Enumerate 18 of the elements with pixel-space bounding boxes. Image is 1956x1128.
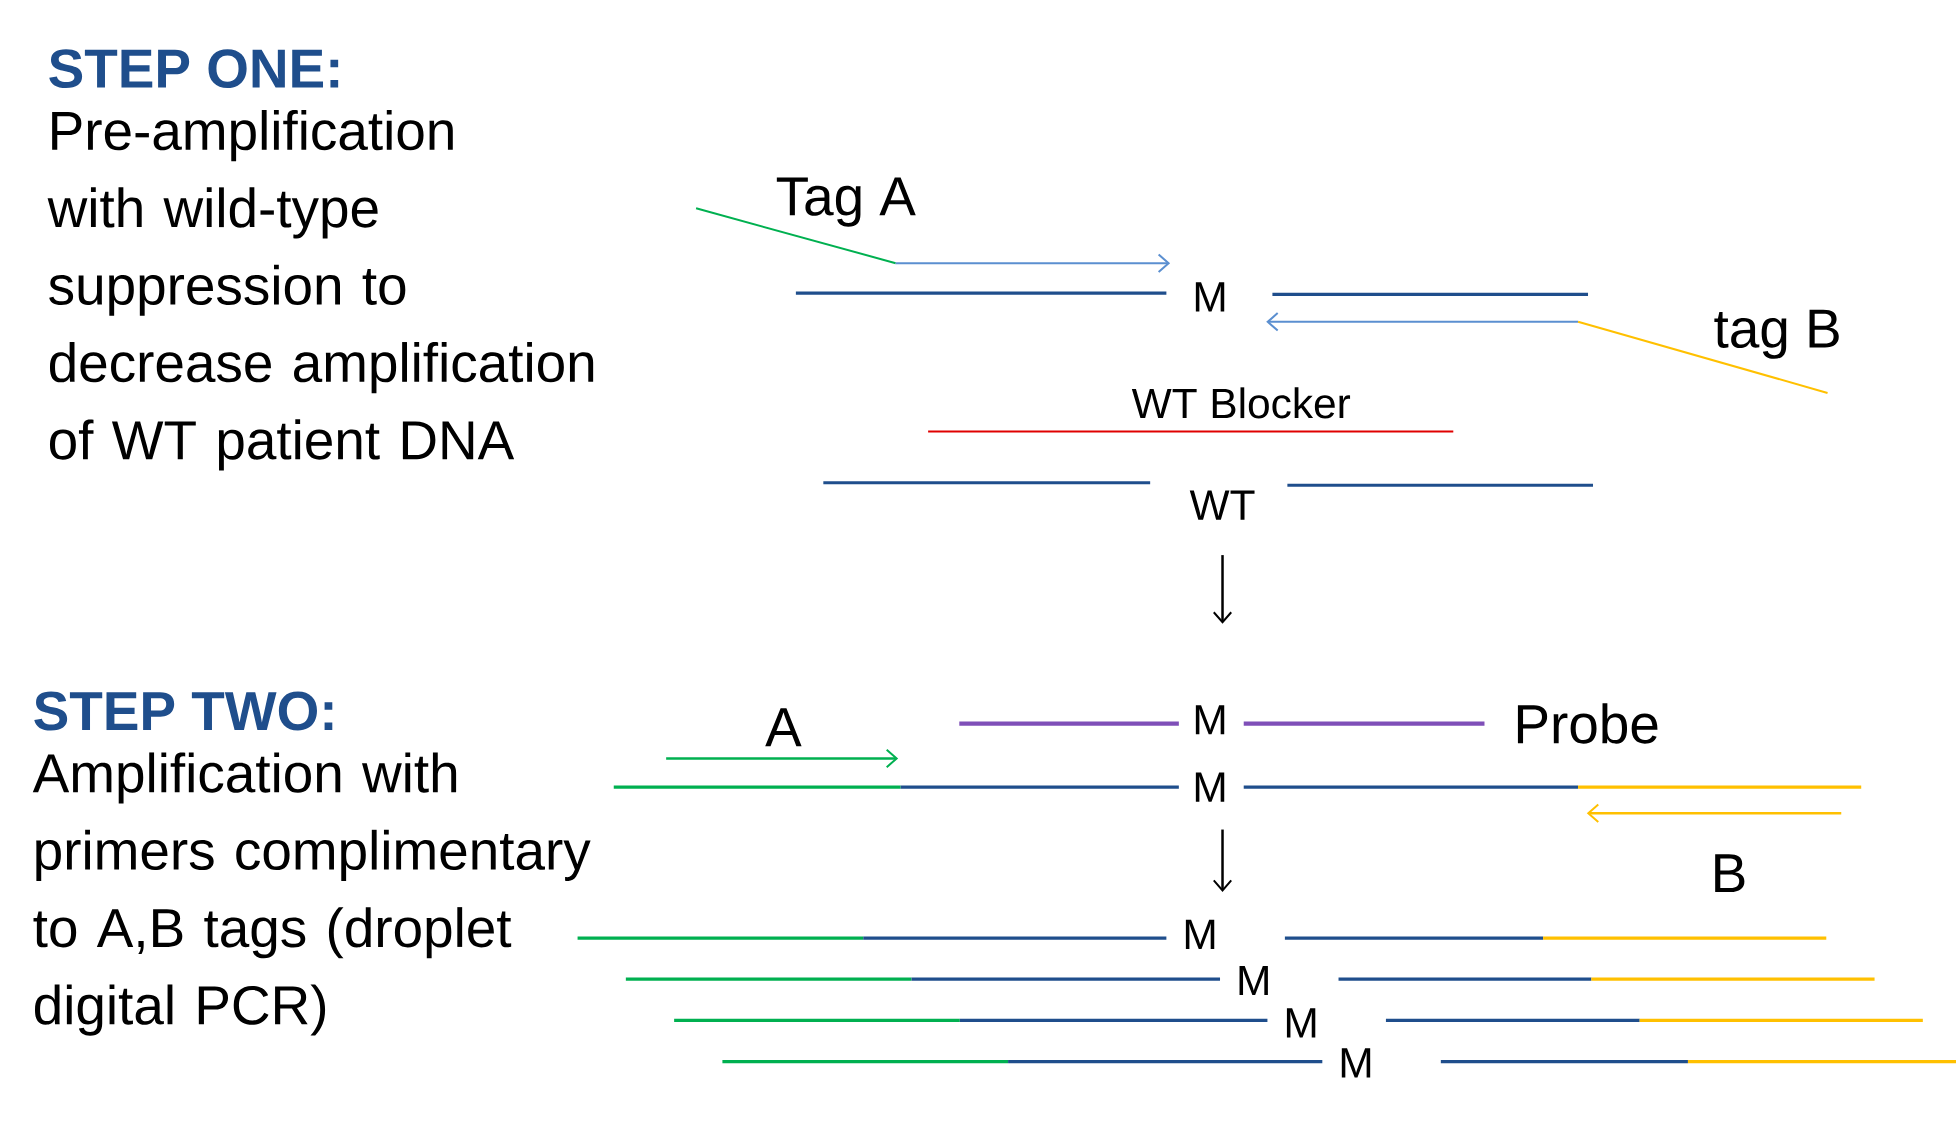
step-heading: STEP TWO: xyxy=(34,691,333,731)
step-description: Pre-amplification with wild-type suppression to decrease amplification of WT patient DNA xyxy=(47,110,594,471)
strand-label: B xyxy=(1715,854,1745,893)
strand-label: WT Blocker xyxy=(1131,387,1351,419)
step-heading: STEP ONE: xyxy=(49,49,339,89)
strand-label: A xyxy=(765,708,802,747)
strand-label: M xyxy=(1195,282,1225,312)
strand-label: Probe xyxy=(1517,703,1658,744)
strand-label: M xyxy=(1195,772,1225,802)
strand-label: M xyxy=(1286,1008,1316,1038)
strand-label: M xyxy=(1239,966,1268,996)
strand-label: tag B xyxy=(1714,309,1839,360)
strand-label: WT xyxy=(1189,490,1255,520)
strand-label: M xyxy=(1341,1048,1371,1078)
strand-label: M xyxy=(1195,705,1225,735)
strand-label: M xyxy=(1185,919,1215,950)
strand-label: Tag A xyxy=(776,177,916,227)
step-description: Amplification with primers complimentary to A,B tags (droplet digital PCR) xyxy=(32,752,591,1036)
